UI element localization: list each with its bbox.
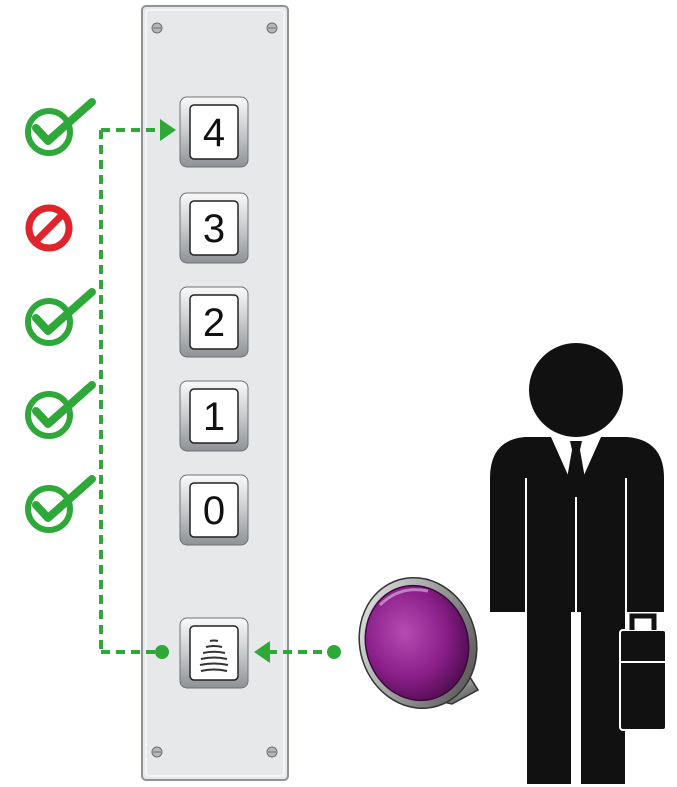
floor-button-label: 3 — [203, 207, 225, 251]
floor-button-2[interactable]: 2 — [180, 287, 248, 357]
floor-button-1[interactable]: 1 — [180, 381, 248, 451]
prohibited-icon — [29, 208, 69, 248]
panel-screw — [267, 23, 277, 33]
key-fob-icon — [342, 562, 493, 723]
floor-button-label: 1 — [203, 395, 225, 439]
check-circle-icon — [28, 385, 92, 436]
check-circle-icon — [28, 102, 92, 153]
signal-node — [155, 645, 169, 659]
signal-node — [327, 645, 341, 659]
floor-button-4[interactable]: 4 — [180, 97, 248, 167]
panel-screw — [152, 747, 162, 757]
check-circle-icon — [28, 479, 92, 530]
floor-button-label: 4 — [203, 111, 225, 155]
floor-button-label: 2 — [203, 301, 225, 345]
panel-screw — [152, 23, 162, 33]
card-reader[interactable] — [180, 618, 248, 688]
floor-button-3[interactable]: 3 — [180, 193, 248, 263]
panel-screw — [267, 747, 277, 757]
floor-button-label: 0 — [203, 489, 225, 533]
floor-button-0[interactable]: 0 — [180, 475, 248, 545]
check-circle-icon — [28, 292, 92, 343]
businessman-with-briefcase-icon — [490, 343, 666, 784]
